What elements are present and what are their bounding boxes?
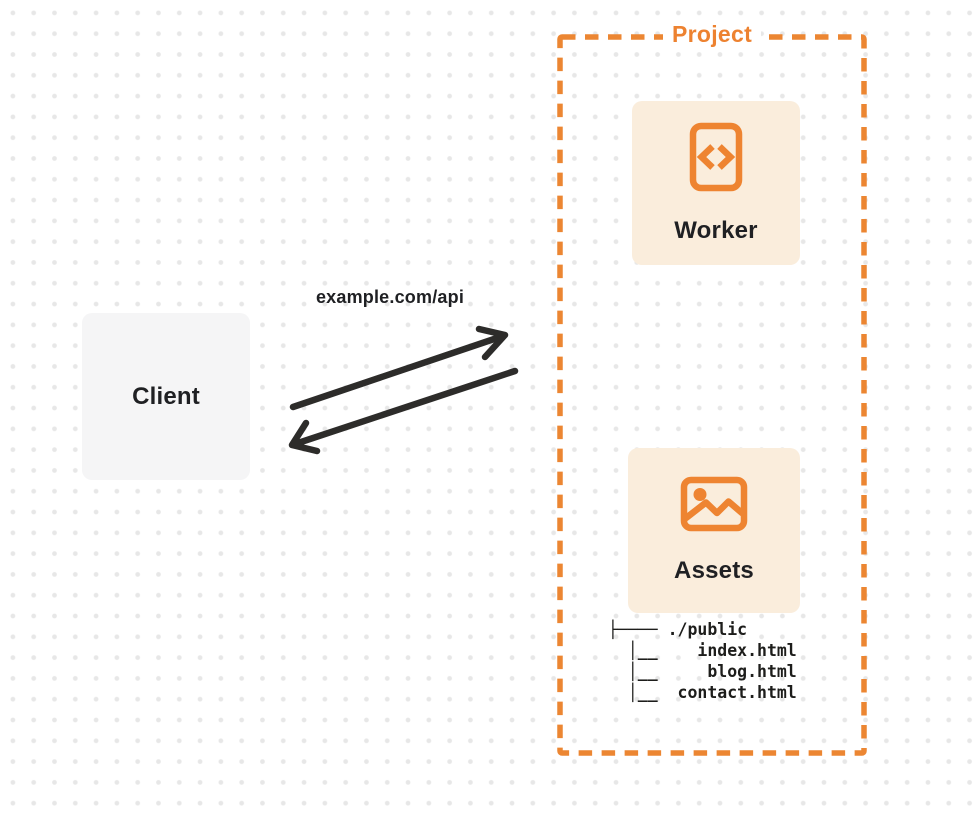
request-arrow-shaft bbox=[289, 332, 507, 411]
tree-line-index: │__ index.html bbox=[608, 641, 797, 660]
client-node: Client bbox=[82, 313, 250, 480]
assets-file-tree: ├──── ./public │__ index.html │__ blog.h… bbox=[608, 619, 797, 703]
request-arrow-head bbox=[475, 325, 509, 361]
worker-label: Worker bbox=[674, 216, 758, 244]
response-arrow-shaft bbox=[291, 367, 519, 448]
tree-line-public: ├──── ./public bbox=[608, 620, 748, 639]
worker-node: Worker bbox=[632, 101, 800, 265]
project-title-row: Project bbox=[557, 21, 867, 51]
code-document-icon bbox=[689, 122, 743, 191]
project-title: Project bbox=[662, 21, 762, 48]
request-url-label: example.com/api bbox=[315, 287, 465, 307]
image-icon bbox=[680, 476, 748, 532]
client-label: Client bbox=[132, 382, 200, 410]
assets-label: Assets bbox=[674, 557, 754, 584]
assets-node: Assets bbox=[628, 448, 800, 613]
tree-line-contact: │__ contact.html bbox=[608, 683, 797, 702]
response-arrow-head bbox=[288, 419, 321, 455]
tree-line-blog: │__ blog.html bbox=[608, 662, 797, 681]
